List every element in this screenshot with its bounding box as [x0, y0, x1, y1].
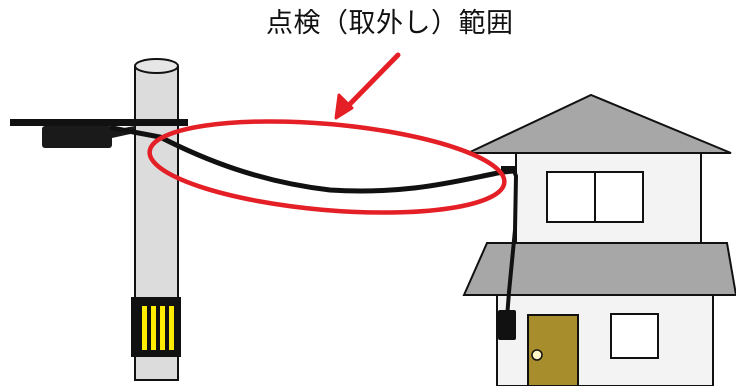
house-entry-bracket: [501, 166, 517, 173]
pointer-arrow: [334, 52, 401, 120]
house-wire: [505, 170, 519, 319]
house: [462, 93, 736, 386]
lower-window: [610, 313, 659, 359]
electric-meter: [498, 310, 516, 340]
inspection-range-ellipse: [147, 119, 507, 215]
service-drop-wire: [109, 125, 517, 194]
pole-plate: [131, 297, 181, 357]
diagram-caption: 点検（取外し）範囲: [266, 8, 514, 39]
upper-window: [546, 171, 644, 223]
front-door: [527, 314, 579, 386]
pole-crossarm: [10, 119, 188, 126]
